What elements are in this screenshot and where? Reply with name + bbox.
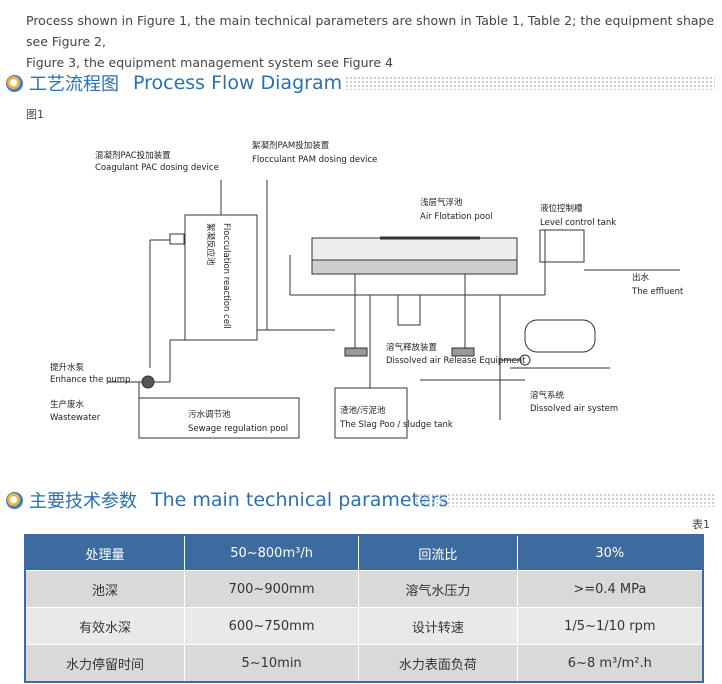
label-slag-cn: 渣池/污泥池 (340, 405, 386, 416)
label-waste-en: Wastewater (50, 413, 101, 423)
table-cell: 有效水深 (24, 607, 186, 645)
label-pac-en: Coagulant PAC dosing device (95, 163, 219, 173)
label-dissolved-en: Dissolved air system (530, 404, 618, 414)
dissolved-air-tank (524, 319, 596, 353)
section-title-en: Process Flow Diagram (133, 72, 343, 94)
flocculation-tank (184, 214, 258, 341)
label-flocc-en: Flocculation reaction cell (221, 223, 231, 329)
section-title-cn: 工艺流程图 (29, 74, 119, 95)
dotted-divider (345, 76, 715, 90)
section-title-cn: 主要技术参数 (29, 491, 137, 512)
table-cell: 水力表面负荷 (358, 644, 518, 683)
label-afp-en: Air Flotation pool (420, 212, 493, 222)
label-dissolved-cn: 溶气系统 (530, 390, 565, 401)
label-release-cn: 溶气释放装置 (386, 342, 438, 353)
label-level-en: Level control tank (540, 218, 616, 228)
table-cell: 1/5~1/10 rpm (516, 607, 704, 645)
label-pump-en: Enhance the pump (50, 375, 130, 385)
slag-pool (334, 387, 408, 439)
intro-line-1: Process shown in Figure 1, the main tech… (26, 13, 715, 49)
table-cell: 水力停留时间 (24, 644, 186, 683)
table-cell: 回流比 (358, 534, 518, 571)
label-pam-cn: 絮凝剂PAM投加装置 (252, 140, 330, 151)
table-cell: 700~900mm (184, 570, 360, 608)
label-flocc-cn: 絮凝反应池 (205, 223, 216, 266)
table-header-row: 处理量 50~800m³/h 回流比 30% (24, 534, 704, 571)
figure-label: 图1 (26, 108, 44, 121)
label-effluent-en: The effluent (631, 287, 684, 297)
sewage-pool (138, 397, 300, 439)
section-heading-parameters: 主要技术参数 The main technical parameters (6, 487, 448, 513)
intro-line-2: Figure 3, the equipment management syste… (26, 55, 393, 70)
label-release-en: Dissolved air Release Equipment (386, 356, 526, 366)
dotted-divider (415, 493, 715, 507)
label-afp-cn: 浅层气浮池 (420, 197, 463, 208)
table-label: 表1 (692, 518, 710, 531)
label-waste-cn: 生产废水 (50, 399, 85, 410)
section-heading-process-flow: 工艺流程图 Process Flow Diagram (6, 70, 342, 96)
bullet-circle-icon (6, 491, 23, 509)
label-level-cn: 液位控制槽 (540, 203, 583, 214)
table-row: 水力停留时间 5~10min 水力表面负荷 6~8 m³/m².h (24, 644, 704, 683)
parameters-table: 处理量 50~800m³/h 回流比 30% 池深 700~900mm 溶气水压… (24, 534, 704, 683)
process-flow-diagram: 混凝剂PAC投加装置 Coagulant PAC dosing device 絮… (50, 140, 684, 439)
section-title-en: The main technical parameters (151, 489, 449, 511)
intro-text: Process shown in Figure 1, the main tech… (26, 10, 716, 73)
table-cell: 设计转速 (358, 607, 518, 645)
table-cell: 50~800m³/h (184, 534, 360, 571)
table-row: 池深 700~900mm 溶气水压力 >=0.4 MPa (24, 570, 704, 608)
table-cell: 6~8 m³/m².h (516, 644, 704, 683)
label-effluent-cn: 出水 (632, 272, 650, 283)
table-cell: 处理量 (24, 534, 186, 571)
air-flotation-pool (311, 237, 518, 261)
label-sewage-en: Sewage regulation pool (188, 424, 288, 434)
label-sewage-cn: 污水调节池 (188, 409, 231, 420)
table-cell: 30% (516, 534, 704, 571)
label-pac-cn: 混凝剂PAC投加装置 (95, 150, 171, 161)
table-row: 有效水深 600~750mm 设计转速 1/5~1/10 rpm (24, 607, 704, 645)
table-cell: >=0.4 MPa (516, 570, 704, 608)
label-pam-en: Flocculant PAM dosing device (252, 155, 377, 165)
table-cell: 600~750mm (184, 607, 360, 645)
table-cell: 5~10min (184, 644, 360, 683)
bullet-circle-icon (6, 74, 23, 92)
label-slag-en: The Slag Poo / sludge tank (339, 420, 453, 430)
table-cell: 溶气水压力 (358, 570, 518, 608)
table-cell: 池深 (24, 570, 186, 608)
label-pump-cn: 提升水泵 (50, 362, 85, 373)
